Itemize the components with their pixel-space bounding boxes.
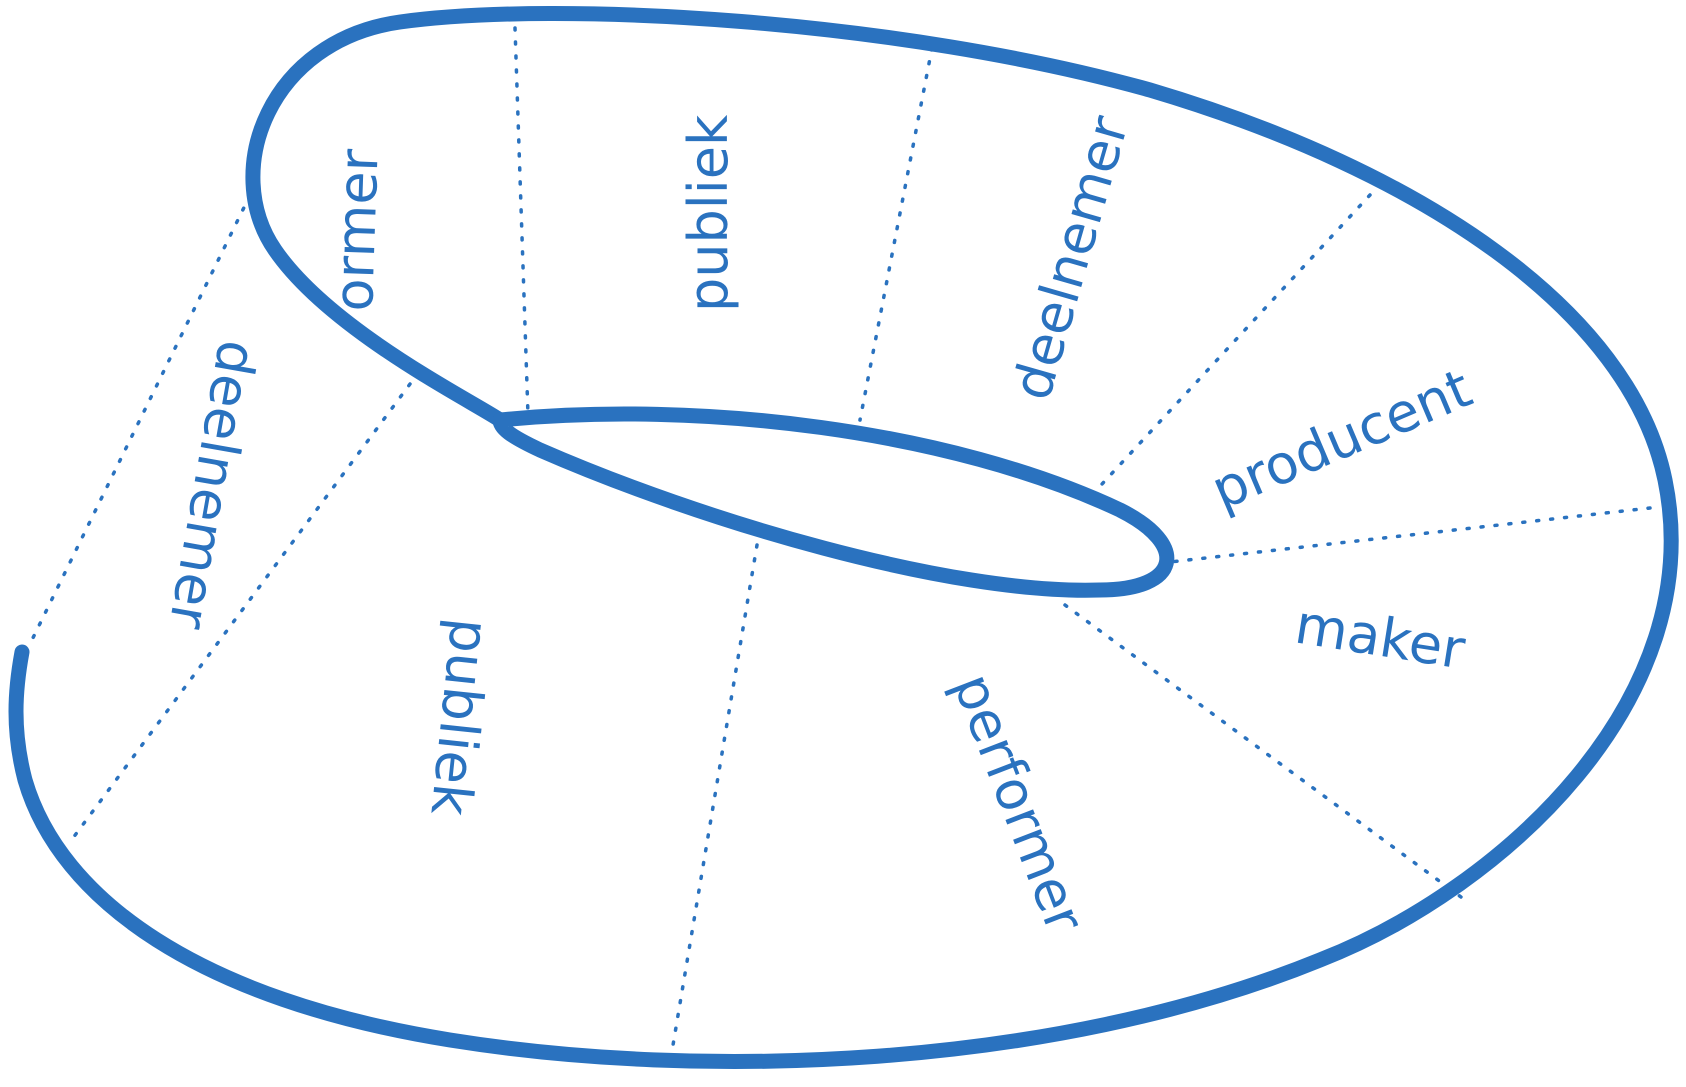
divider-top-1	[513, 26, 530, 417]
strip-outer-edge	[8, 6, 1679, 1069]
label-right-2: maker	[1291, 593, 1470, 682]
segment-labels: ormer publiek deelnemer producent maker …	[156, 109, 1480, 942]
strip-inner-edge	[492, 406, 1175, 598]
divider-right-2	[1168, 506, 1652, 564]
divider-right-3	[1063, 603, 1467, 902]
strip-outline	[8, 6, 1679, 1069]
divider-top-2	[858, 46, 934, 422]
label-right-1: producent	[1202, 356, 1480, 522]
divider-right-1	[1088, 193, 1372, 499]
label-top-2: publiek	[677, 114, 740, 312]
segment-dividers	[26, 26, 1652, 1065]
label-top-3: deelnemer	[1000, 109, 1141, 407]
divider-left-1	[68, 382, 412, 844]
label-bottom-1: publiek	[418, 616, 501, 820]
divider-left-2	[26, 181, 258, 650]
label-top-1: ormer	[322, 147, 391, 312]
label-left-1: deelnemer	[156, 336, 269, 635]
divider-bottom-1	[668, 543, 759, 1065]
label-bottom-2: performer	[941, 665, 1097, 941]
